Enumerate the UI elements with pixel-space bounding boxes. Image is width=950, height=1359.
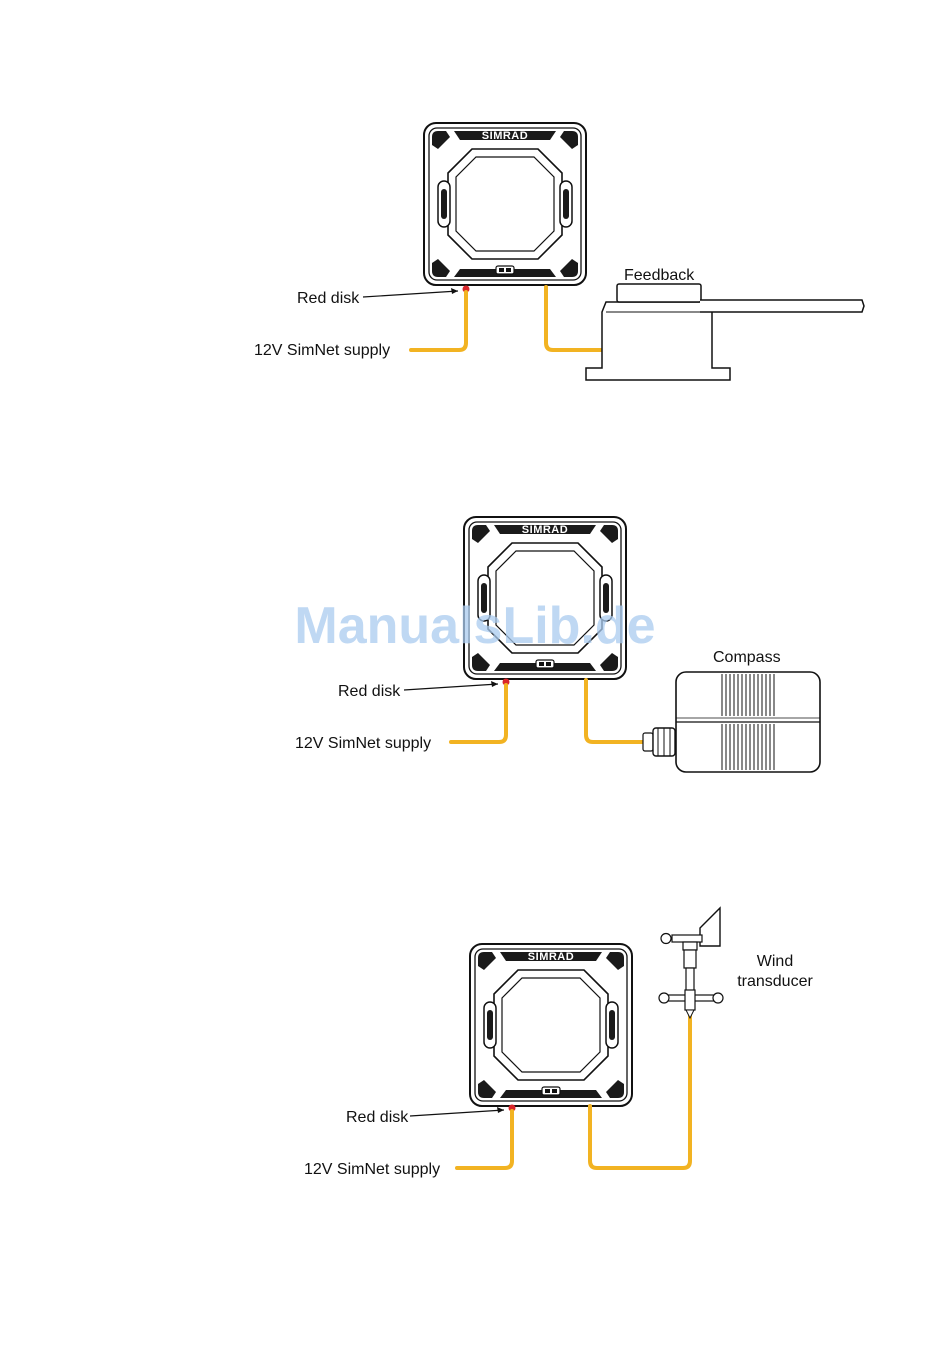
feedback-unit xyxy=(586,284,864,380)
wind-label-line1: Wind xyxy=(757,953,793,970)
unit-brand: SIMRAD xyxy=(482,130,528,142)
supply-label: 12V SimNet supply xyxy=(254,342,390,359)
red-disk-arrow xyxy=(363,291,458,297)
red-disk-label: Red disk xyxy=(338,683,401,700)
supply-cable xyxy=(411,292,466,350)
compass-label: Compass xyxy=(713,649,781,666)
unit-brand: SIMRAD xyxy=(522,524,568,536)
supply-cable xyxy=(451,685,506,742)
diagram-feedback: SIMRAD Red disk 12V SimNet supply Feedba… xyxy=(254,123,864,380)
red-disk-arrow xyxy=(410,1110,504,1116)
supply-cable xyxy=(457,1111,512,1168)
sensor-cable xyxy=(546,287,603,350)
red-disk-label: Red disk xyxy=(297,290,360,307)
junction-unit xyxy=(470,944,632,1106)
sensor-cable xyxy=(586,680,643,742)
diagram-wind: SIMRAD Red disk 12V SimNet supply Wind xyxy=(304,908,813,1178)
supply-label: 12V SimNet supply xyxy=(304,1161,440,1178)
unit-brand: SIMRAD xyxy=(528,951,574,963)
wind-transducer xyxy=(659,908,723,1018)
feedback-label: Feedback xyxy=(624,267,695,284)
junction-unit xyxy=(424,123,586,285)
red-disk-label: Red disk xyxy=(346,1109,409,1126)
red-disk-arrow xyxy=(404,684,498,690)
watermark: ManualsLib.de xyxy=(294,597,655,655)
supply-label: 12V SimNet supply xyxy=(295,735,431,752)
compass-unit xyxy=(643,672,820,772)
wind-label-line2: transducer xyxy=(737,973,813,990)
